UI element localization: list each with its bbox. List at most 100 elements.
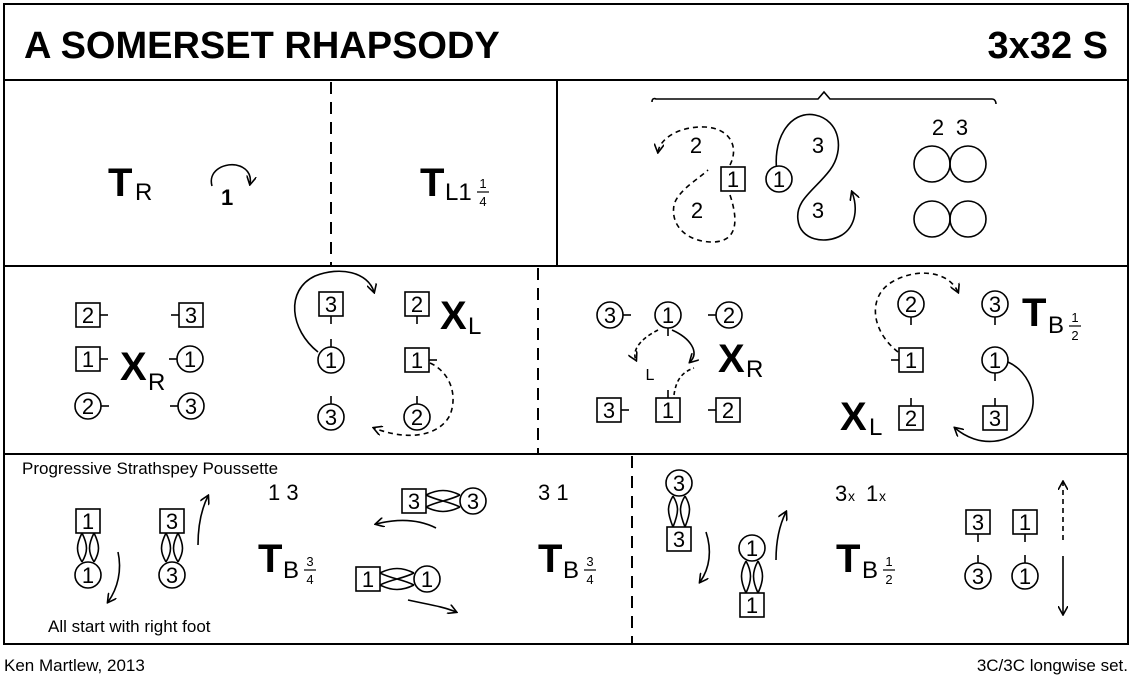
poussette-arrow-up (197, 496, 208, 546)
row2-markers (74, 290, 1009, 431)
position-label-3a: 3 (835, 481, 847, 506)
frac-numerator: 1 (1071, 310, 1078, 325)
dancer-label: 3 (467, 489, 479, 514)
dancer-label: 1 (1019, 564, 1031, 589)
dancer-label: 3 (408, 489, 420, 514)
dancer-label: 1 (362, 567, 374, 592)
cross-right-letter: X (120, 345, 147, 389)
reel-path-2-bottom (672, 169, 736, 243)
man-marker (720, 166, 746, 192)
frac-denominator: 4 (306, 572, 313, 587)
man-marker (739, 592, 765, 618)
reel-dancer-man-1: 1 (727, 167, 739, 192)
position-label-1: 1 3 (268, 480, 299, 505)
dancer-label: 1 (82, 509, 94, 534)
turn-subscript: R (135, 179, 152, 206)
dancer-label: 3 (673, 471, 685, 496)
cast-path (293, 270, 374, 353)
dancer-label: 1 (1019, 510, 1031, 535)
position-label-2: 3 1 (538, 480, 569, 505)
dancer-label: 2 (411, 292, 423, 317)
dancer-label: 3 (972, 510, 984, 535)
turn-both-letter: T (1022, 291, 1046, 335)
author-credit: Ken Martlew, 2013 (4, 656, 145, 675)
row3-markers (74, 469, 1063, 618)
frac-denominator: 2 (885, 572, 892, 587)
cross-right-2-sub: R (746, 356, 763, 383)
position-label-3b-x: x (879, 488, 886, 504)
woman-marker (74, 561, 102, 589)
reel-path-2-top (658, 126, 735, 166)
cast-number: 1 (221, 185, 233, 210)
dancer-label: 2 (82, 394, 94, 419)
reel-of-three: 2 2 1 1 3 3 2 3 (651, 90, 997, 243)
dancer-label: 1 (411, 348, 423, 373)
turn-left-label: T L1 1 4 (420, 161, 489, 209)
dancer-label: 1 (746, 593, 758, 618)
turn-letter: T (420, 161, 444, 205)
poussette-arrow-down-2 (700, 531, 711, 582)
woman-marker (413, 565, 441, 593)
dancer-label: 2 (905, 406, 917, 431)
poussette-arrow-up-2 (775, 512, 786, 561)
dashed-cross-tail (673, 367, 695, 396)
frac-numerator: 3 (586, 554, 593, 569)
dancer-label: 2 (723, 303, 735, 328)
woman-marker (158, 561, 186, 589)
reel-circle (949, 145, 987, 183)
reel-path-3 (775, 113, 855, 241)
frame (3, 3, 1129, 645)
reel-brace (651, 90, 997, 105)
dancer-label: 2 (722, 398, 734, 423)
reel-dancer-woman-1: 1 (773, 167, 785, 192)
dancer-label: 1 (82, 347, 94, 372)
dancer-label: 1 (905, 348, 917, 373)
hands-joined (379, 567, 415, 591)
reel-top-label-3: 3 (956, 115, 968, 140)
poussette-arrow-down (108, 551, 121, 602)
dancer-label: 1 (989, 348, 1001, 373)
dancer-label: 1 (421, 567, 433, 592)
woman-marker (459, 487, 487, 515)
man-marker (401, 488, 427, 514)
dashed-cast-path-2 (874, 272, 958, 353)
dancer-label: 3 (185, 303, 197, 328)
dancer-label: 2 (82, 303, 94, 328)
woman-marker (665, 469, 693, 497)
frac-numerator: 1 (885, 554, 892, 569)
poussette-footnote: All start with right foot (48, 617, 211, 636)
hands-joined (740, 560, 764, 594)
set-description: 3C/3C longwise set. (977, 656, 1128, 675)
dancer-label: 3 (989, 292, 1001, 317)
cross-path (671, 329, 694, 362)
cross-right-2-letter: X (718, 337, 745, 381)
hands-joined (425, 489, 461, 513)
reel-circle (913, 200, 951, 238)
turn-three-quarter-letter: T (258, 537, 282, 581)
reel-dancer-3-bottom: 3 (812, 198, 824, 223)
hands-joined (160, 532, 184, 563)
dancer-label: 3 (604, 303, 616, 328)
row2-labels: 2 3 1 1 2 3 3 2 1 1 3 2 3 1 2 L 3 1 2 2 … (82, 292, 1001, 431)
dashed-cross-path (635, 329, 659, 360)
dancer-label: 3 (989, 406, 1001, 431)
dashed-dividers (330, 82, 633, 644)
frac-denominator: 2 (1071, 328, 1078, 343)
turn-three-quarter-sub-2: B (563, 557, 579, 584)
reel-circle (913, 145, 951, 183)
poussette-arrow-right (407, 599, 456, 612)
man-marker (666, 526, 692, 552)
dancer-label: 3 (325, 405, 337, 430)
frac-denominator: 4 (586, 572, 593, 587)
row3-labels: 1 1 3 3 3 3 1 1 3 3 1 1 3 1 3 1 1 3 3 1 … (82, 471, 1031, 618)
cross-left-sub: L (468, 313, 481, 340)
dashed-cast-path (374, 362, 454, 437)
reel-dancer-3-top: 3 (812, 133, 824, 158)
reel-top-label-2: 2 (932, 115, 944, 140)
dancer-label: 1 (82, 563, 94, 588)
dancer-label: 2 (905, 292, 917, 317)
reel-circle (949, 200, 987, 238)
turn-half-letter: T (836, 537, 860, 581)
turn-three-quarter-sub: B (283, 557, 299, 584)
